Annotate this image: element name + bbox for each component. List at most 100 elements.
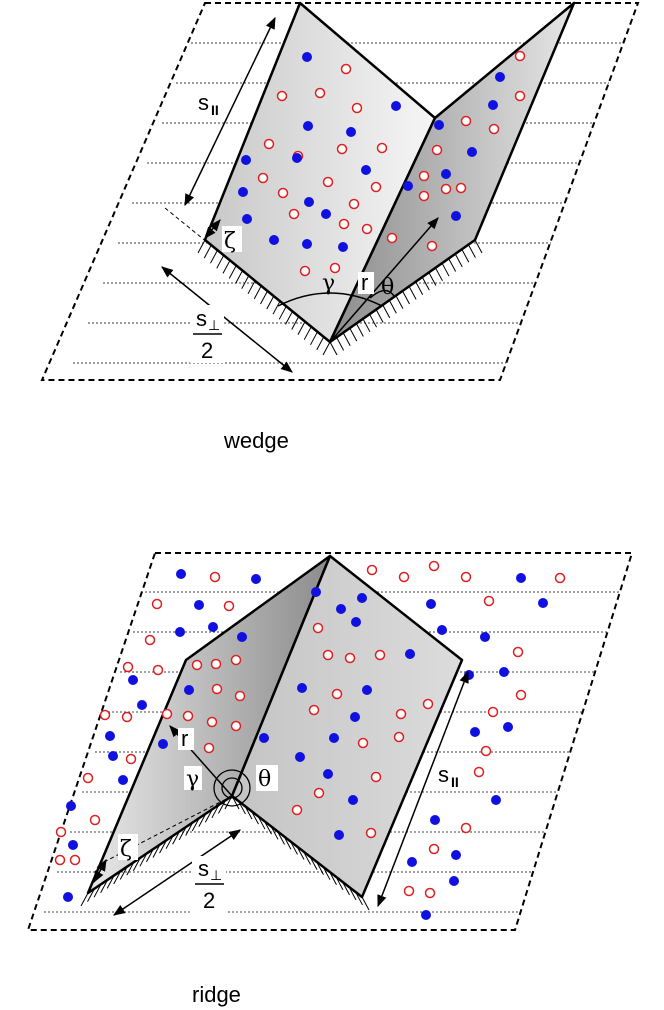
ridge-particle [259,733,269,743]
ridge-theta-bg [256,765,278,791]
ridge-particle [209,571,221,583]
wedge-particle [292,153,302,163]
ridge-particle [480,745,492,757]
wedge-hatch-tick [342,332,351,346]
ridge-particle [516,573,526,583]
wedge-s-parallel-arrow [184,16,276,207]
ridge-particle [54,854,66,866]
ridge-particle [407,857,417,867]
ridge-particle [515,689,527,701]
wedge-particle [467,147,477,157]
wedge-particle [277,187,289,199]
ridge-gamma-arc [221,777,243,799]
wedge-hatch-tick [322,341,331,356]
ridge-particle [483,595,495,607]
ridge-r-bg [178,728,194,750]
ridge-s-parallel-arrow [377,670,469,908]
ridge-particle [291,804,303,816]
wedge-particles [238,50,526,277]
wedge-hatch-tick [435,267,443,282]
wedge-particle [276,90,288,102]
wedge-particle [340,63,352,75]
ridge-particle [69,854,81,866]
wedge-particle [304,197,314,207]
wedge-particle [488,100,498,110]
ridge-particle [63,892,73,902]
wedge-hatch-tick [369,313,377,328]
wedge-hatch-tick [303,326,312,340]
wedge-caption: wedge [223,428,289,453]
wedge-particle [303,121,313,131]
ridge-particle [297,683,307,693]
ridge-particle [370,771,382,783]
ridge-particle [211,683,223,695]
ridge-particle [234,690,246,702]
ridge-particle [491,795,501,805]
ridge-particle [512,646,524,658]
wedge-hatch-tick [216,255,225,269]
wedge-s-perp-arrow [161,266,293,373]
wedge-hatch-tick [266,295,275,310]
wedge-hatch-tick [355,323,364,337]
wedge-hatch-tick [349,327,358,342]
wedge-hatch-tick [297,321,306,335]
ridge-zeta-bg [118,834,138,860]
wedge-s-parallel-label: s [198,90,209,115]
ridge-particle [184,685,194,695]
wedge-gamma-label: γ [322,271,335,296]
ridge-particle [203,742,215,754]
ridge-particle [437,625,447,635]
ridge-particle [538,598,548,608]
ridge-particle [176,569,186,579]
wedge-hatch-tick [260,290,268,305]
ridge-particle [108,751,118,761]
wedge-particle [441,169,451,179]
ridge-particle [336,604,346,614]
ridge-s-parallel-bg [436,760,464,790]
wedge-particle [361,223,373,235]
ridge-s-parallel-sub: II [451,774,459,790]
wedge-particle [418,190,430,202]
ridge-particle [430,815,440,825]
ridge-particle [295,752,305,762]
wedge-right-face [328,1,576,344]
wedge-hatch-tick [408,286,417,300]
wedge-hatch-tick [285,311,293,325]
ridge-particle [421,910,431,920]
ridge-particle [208,622,218,632]
ridge-particle [460,822,472,834]
wedge-hatch-tick [375,309,384,323]
ridge-particle [237,632,247,642]
wedge-gamma-arc [277,292,383,307]
ridge-particle [312,622,324,634]
ridge-particle [374,649,386,661]
wedge-hatch-tick [310,331,318,346]
ridge-hatch-tick [361,896,370,911]
wedge-hatch-tick [421,276,430,291]
wedge-hatch-tick [454,253,463,268]
wedge-particle [321,209,331,219]
wedge-particle [338,242,348,252]
wedge-particle [302,52,312,62]
wedge-particle [241,155,251,165]
ridge-theta-arc [213,769,251,807]
ridge-gamma-label: γ [186,767,199,792]
wedge-particle [338,218,350,230]
wedge-hatch-tick [222,260,231,274]
wedge-hatch-tick [395,295,404,309]
ridge-s-parallel-label: s [438,762,449,787]
wedge-particle [418,170,430,182]
ridge-particle [251,574,261,584]
ridge-particle [499,667,509,677]
wedge-particle [403,181,413,191]
ridge-particle [206,716,218,728]
ridge-particle [428,560,440,572]
wedge-particle [514,90,526,102]
wedge-particle [288,208,300,220]
wedge-hatch-tick [336,337,345,351]
ridge-particle [350,712,360,722]
ridge-particle [311,587,321,597]
wedge-particle [391,101,401,111]
wedge-zeta-label: ζ [224,229,236,254]
wedge-hatch-tick [278,306,287,320]
